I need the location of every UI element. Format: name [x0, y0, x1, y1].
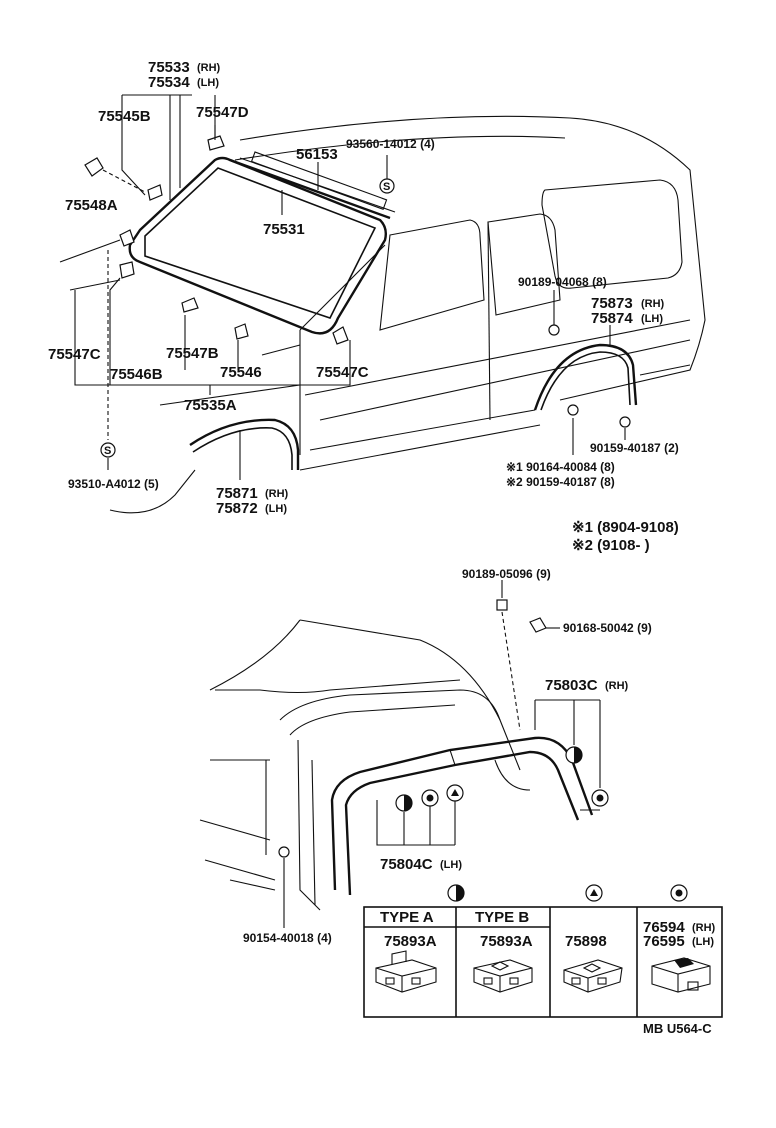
table-col4-part-lh-side: (LH)	[692, 936, 714, 948]
label-75873: 75873	[591, 295, 633, 312]
table-col4-part-lh: 76595	[643, 933, 685, 950]
label-75534-side: (LH)	[197, 77, 219, 89]
rear-vehicle-outline	[199, 619, 600, 911]
clip-75547D	[207, 135, 225, 151]
clip-75547B	[181, 297, 199, 313]
label-75545B: 75545B	[98, 108, 151, 125]
clip-75546B	[119, 261, 135, 279]
half-circle-icon	[565, 746, 583, 764]
label-75874: 75874	[591, 310, 633, 327]
label-75804C: 75804C	[380, 856, 433, 873]
clip-90164	[567, 404, 579, 416]
label-90154: 90154-40018 (4)	[243, 931, 332, 945]
label-75533: 75533	[148, 59, 190, 76]
label-75534: 75534	[148, 74, 190, 91]
note-1: ※1 (8904-9108)	[572, 519, 679, 536]
label-90159-40187-8: ※2 90159-40187 (8)	[506, 475, 615, 489]
clip-ring-icon	[591, 789, 609, 807]
label-75803C: 75803C	[545, 677, 598, 694]
clip-drawing-75898	[563, 959, 623, 993]
label-75546: 75546	[220, 364, 262, 381]
bottom-labels: 90189-05096 (9) 90168-50042 (9) 75803C (…	[243, 567, 652, 945]
triangle-icon	[446, 784, 464, 802]
half-circle-icon	[395, 794, 413, 812]
clip-75548A	[84, 157, 104, 177]
half-circle-icon	[447, 884, 465, 902]
bottom-leader-lines	[283, 580, 601, 928]
table-type-b: TYPE B	[475, 909, 529, 926]
table-col4-part-rh-side: (RH)	[692, 922, 716, 934]
clip-ring-icon	[670, 884, 688, 902]
table-col3-part: 75898	[565, 933, 607, 950]
label-75872-side: (LH)	[265, 503, 287, 515]
clip-table: TYPE A TYPE B 75893A 75893A 75898 76594 …	[363, 884, 723, 1018]
label-75547C-right: 75547C	[316, 364, 369, 381]
clip-drawing-76594	[651, 957, 711, 993]
table-col1-part: 75893A	[384, 933, 437, 950]
rear-over-fender	[330, 736, 594, 896]
s-symbols: S S	[100, 178, 395, 458]
triangle-icon	[585, 884, 603, 902]
clip-75547C-left	[119, 229, 135, 247]
revision-notes: ※1 (8904-9108) ※2 (9108- )	[572, 519, 679, 554]
clip-drawing-type-a	[375, 950, 437, 993]
label-90189-04068: 90189-04068 (8)	[518, 275, 607, 289]
table-type-a: TYPE A	[380, 909, 434, 926]
rear-arch-moulding	[533, 343, 638, 411]
table-col2-part: 75893A	[480, 933, 533, 950]
label-56153: 56153	[296, 146, 338, 163]
label-75535A: 75535A	[184, 397, 237, 414]
clip-90159-2	[619, 416, 631, 428]
screw-90168	[529, 617, 547, 633]
table-col4-part-rh: 76594	[643, 919, 685, 936]
s-symbol-icon	[379, 178, 395, 194]
label-75804C-side: (LH)	[440, 859, 462, 871]
label-75871: 75871	[216, 485, 258, 502]
s-symbol-icon	[100, 442, 116, 458]
fender-symbols	[395, 746, 609, 812]
note-2: ※2 (9108- )	[572, 537, 650, 554]
top-vehicle-outline	[59, 115, 706, 514]
label-90164-40084: ※1 90164-40084 (8)	[506, 460, 615, 474]
label-75546B: 75546B	[110, 366, 163, 383]
clip-90189-04068	[548, 324, 560, 336]
label-93510: 93510-A4012 (5)	[68, 477, 159, 491]
clip-drawing-type-b	[473, 959, 533, 993]
s-symbol-text-bottom: S	[104, 445, 111, 457]
label-93560: 93560-14012 (4)	[346, 137, 435, 151]
label-75872: 75872	[216, 500, 258, 517]
label-75547D: 75547D	[196, 104, 249, 121]
s-symbol-text-top: S	[383, 181, 390, 193]
label-75547C-left: 75547C	[48, 346, 101, 363]
label-75871-side: (RH)	[265, 488, 289, 500]
top-leader-lines	[74, 94, 626, 480]
clip-75546	[234, 323, 249, 340]
label-90189-05096: 90189-05096 (9)	[462, 567, 551, 581]
clip-90189-05096	[496, 599, 508, 611]
clip-75545B	[147, 184, 163, 201]
label-75547B: 75547B	[166, 345, 219, 362]
clip-ring-icon	[421, 789, 439, 807]
label-75548A: 75548A	[65, 197, 118, 214]
label-75533-side: (RH)	[197, 62, 221, 74]
label-75531: 75531	[263, 221, 305, 238]
label-75874-side: (LH)	[641, 313, 663, 325]
clip-90154	[278, 846, 290, 858]
label-75803C-side: (RH)	[605, 680, 629, 692]
label-90168: 90168-50042 (9)	[563, 621, 652, 635]
clip-75547C-right	[332, 326, 349, 345]
label-75873-side: (RH)	[641, 298, 665, 310]
label-90159-40187-2: 90159-40187 (2)	[590, 441, 679, 455]
front-arch-moulding	[189, 418, 300, 470]
diagram-code: MB U564-C	[643, 1021, 712, 1036]
top-labels: 75533 (RH) 75534 (LH) 75545B 75547D 7554…	[48, 59, 679, 517]
